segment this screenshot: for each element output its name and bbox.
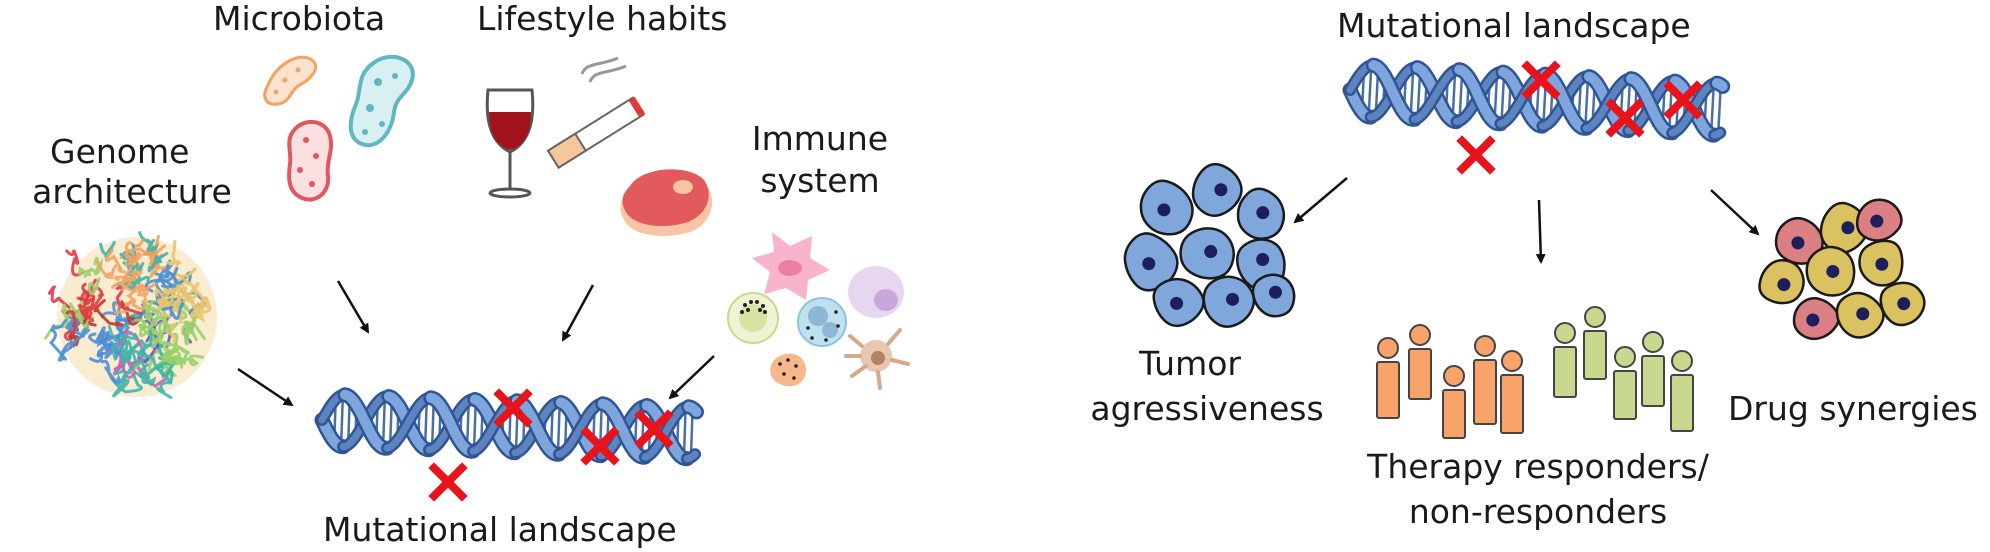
arrow-icon	[336, 280, 370, 334]
arrow-icon	[1535, 199, 1546, 264]
label-lifestyle-habits: Lifestyle habits	[477, 0, 728, 38]
label-non-responders: non-responders	[1408, 492, 1668, 531]
mutation-x-icon	[1521, 60, 1561, 100]
steak-icon	[620, 169, 713, 236]
chromatin-globule-icon	[44, 231, 217, 399]
label-immune: Immune	[751, 119, 889, 158]
label-architecture: architecture	[32, 172, 232, 211]
person-icon	[1553, 322, 1577, 398]
wine-glass-icon	[485, 88, 535, 199]
dna-helix-icon	[314, 387, 704, 467]
person-icon	[1376, 337, 1400, 419]
person-icon	[1641, 331, 1665, 407]
bacteria-orange-icon	[263, 55, 318, 106]
cigarette-icon	[546, 56, 646, 170]
arrow-icon	[237, 367, 294, 407]
arrow-icon	[668, 355, 715, 400]
mutation-marks	[1456, 60, 1703, 175]
label-system: system	[760, 161, 880, 200]
label-drug-synergies: Drug synergies	[1728, 389, 1978, 428]
bacteria-teal-icon	[348, 54, 415, 148]
immune-cell-icon	[848, 266, 904, 318]
arrows-left	[237, 280, 715, 407]
mutation-x-icon	[493, 388, 533, 428]
person-icon	[1408, 324, 1432, 400]
patient-groups	[1376, 306, 1694, 439]
label-mutational-landscape-left: Mutational landscape	[323, 510, 677, 549]
mutation-x-icon	[1456, 135, 1496, 175]
label-therapy-responders: Therapy responders/	[1367, 447, 1709, 486]
label-mutational-landscape-right: Mutational landscape	[1337, 6, 1691, 45]
person-icon	[1442, 365, 1466, 439]
immune-cell-icon	[727, 292, 779, 344]
mutation-marks	[428, 388, 674, 502]
label-agressiveness: agressiveness	[1090, 389, 1324, 428]
person-icon	[1473, 335, 1497, 425]
tumor-cell-cluster-icon	[1123, 162, 1296, 329]
person-icon	[1500, 350, 1524, 434]
arrow-icon	[1710, 189, 1760, 236]
person-icon	[1670, 350, 1694, 432]
label-tumor: Tumor	[1139, 344, 1241, 383]
arrow-icon	[1293, 177, 1348, 224]
mutation-x-icon	[1605, 98, 1645, 138]
arrow-icon	[561, 284, 595, 342]
tumor-cell-cluster-icon	[1758, 198, 1926, 341]
immune-cell-icon	[752, 232, 830, 300]
mutation-x-icon	[580, 426, 620, 466]
label-microbiota: Microbiota	[213, 0, 386, 38]
bacteria-red-icon	[287, 119, 334, 202]
immune-cell-icon	[770, 353, 806, 387]
person-icon	[1613, 346, 1637, 420]
label-genome: Genome	[50, 132, 190, 171]
person-icon	[1583, 306, 1607, 380]
mutation-x-icon	[634, 409, 674, 449]
mutation-x-icon	[428, 462, 468, 502]
mutation-x-icon	[1663, 80, 1703, 120]
immune-cell-icon	[844, 328, 910, 390]
arrows-right	[1293, 177, 1760, 264]
immune-cell-icon	[797, 297, 847, 347]
